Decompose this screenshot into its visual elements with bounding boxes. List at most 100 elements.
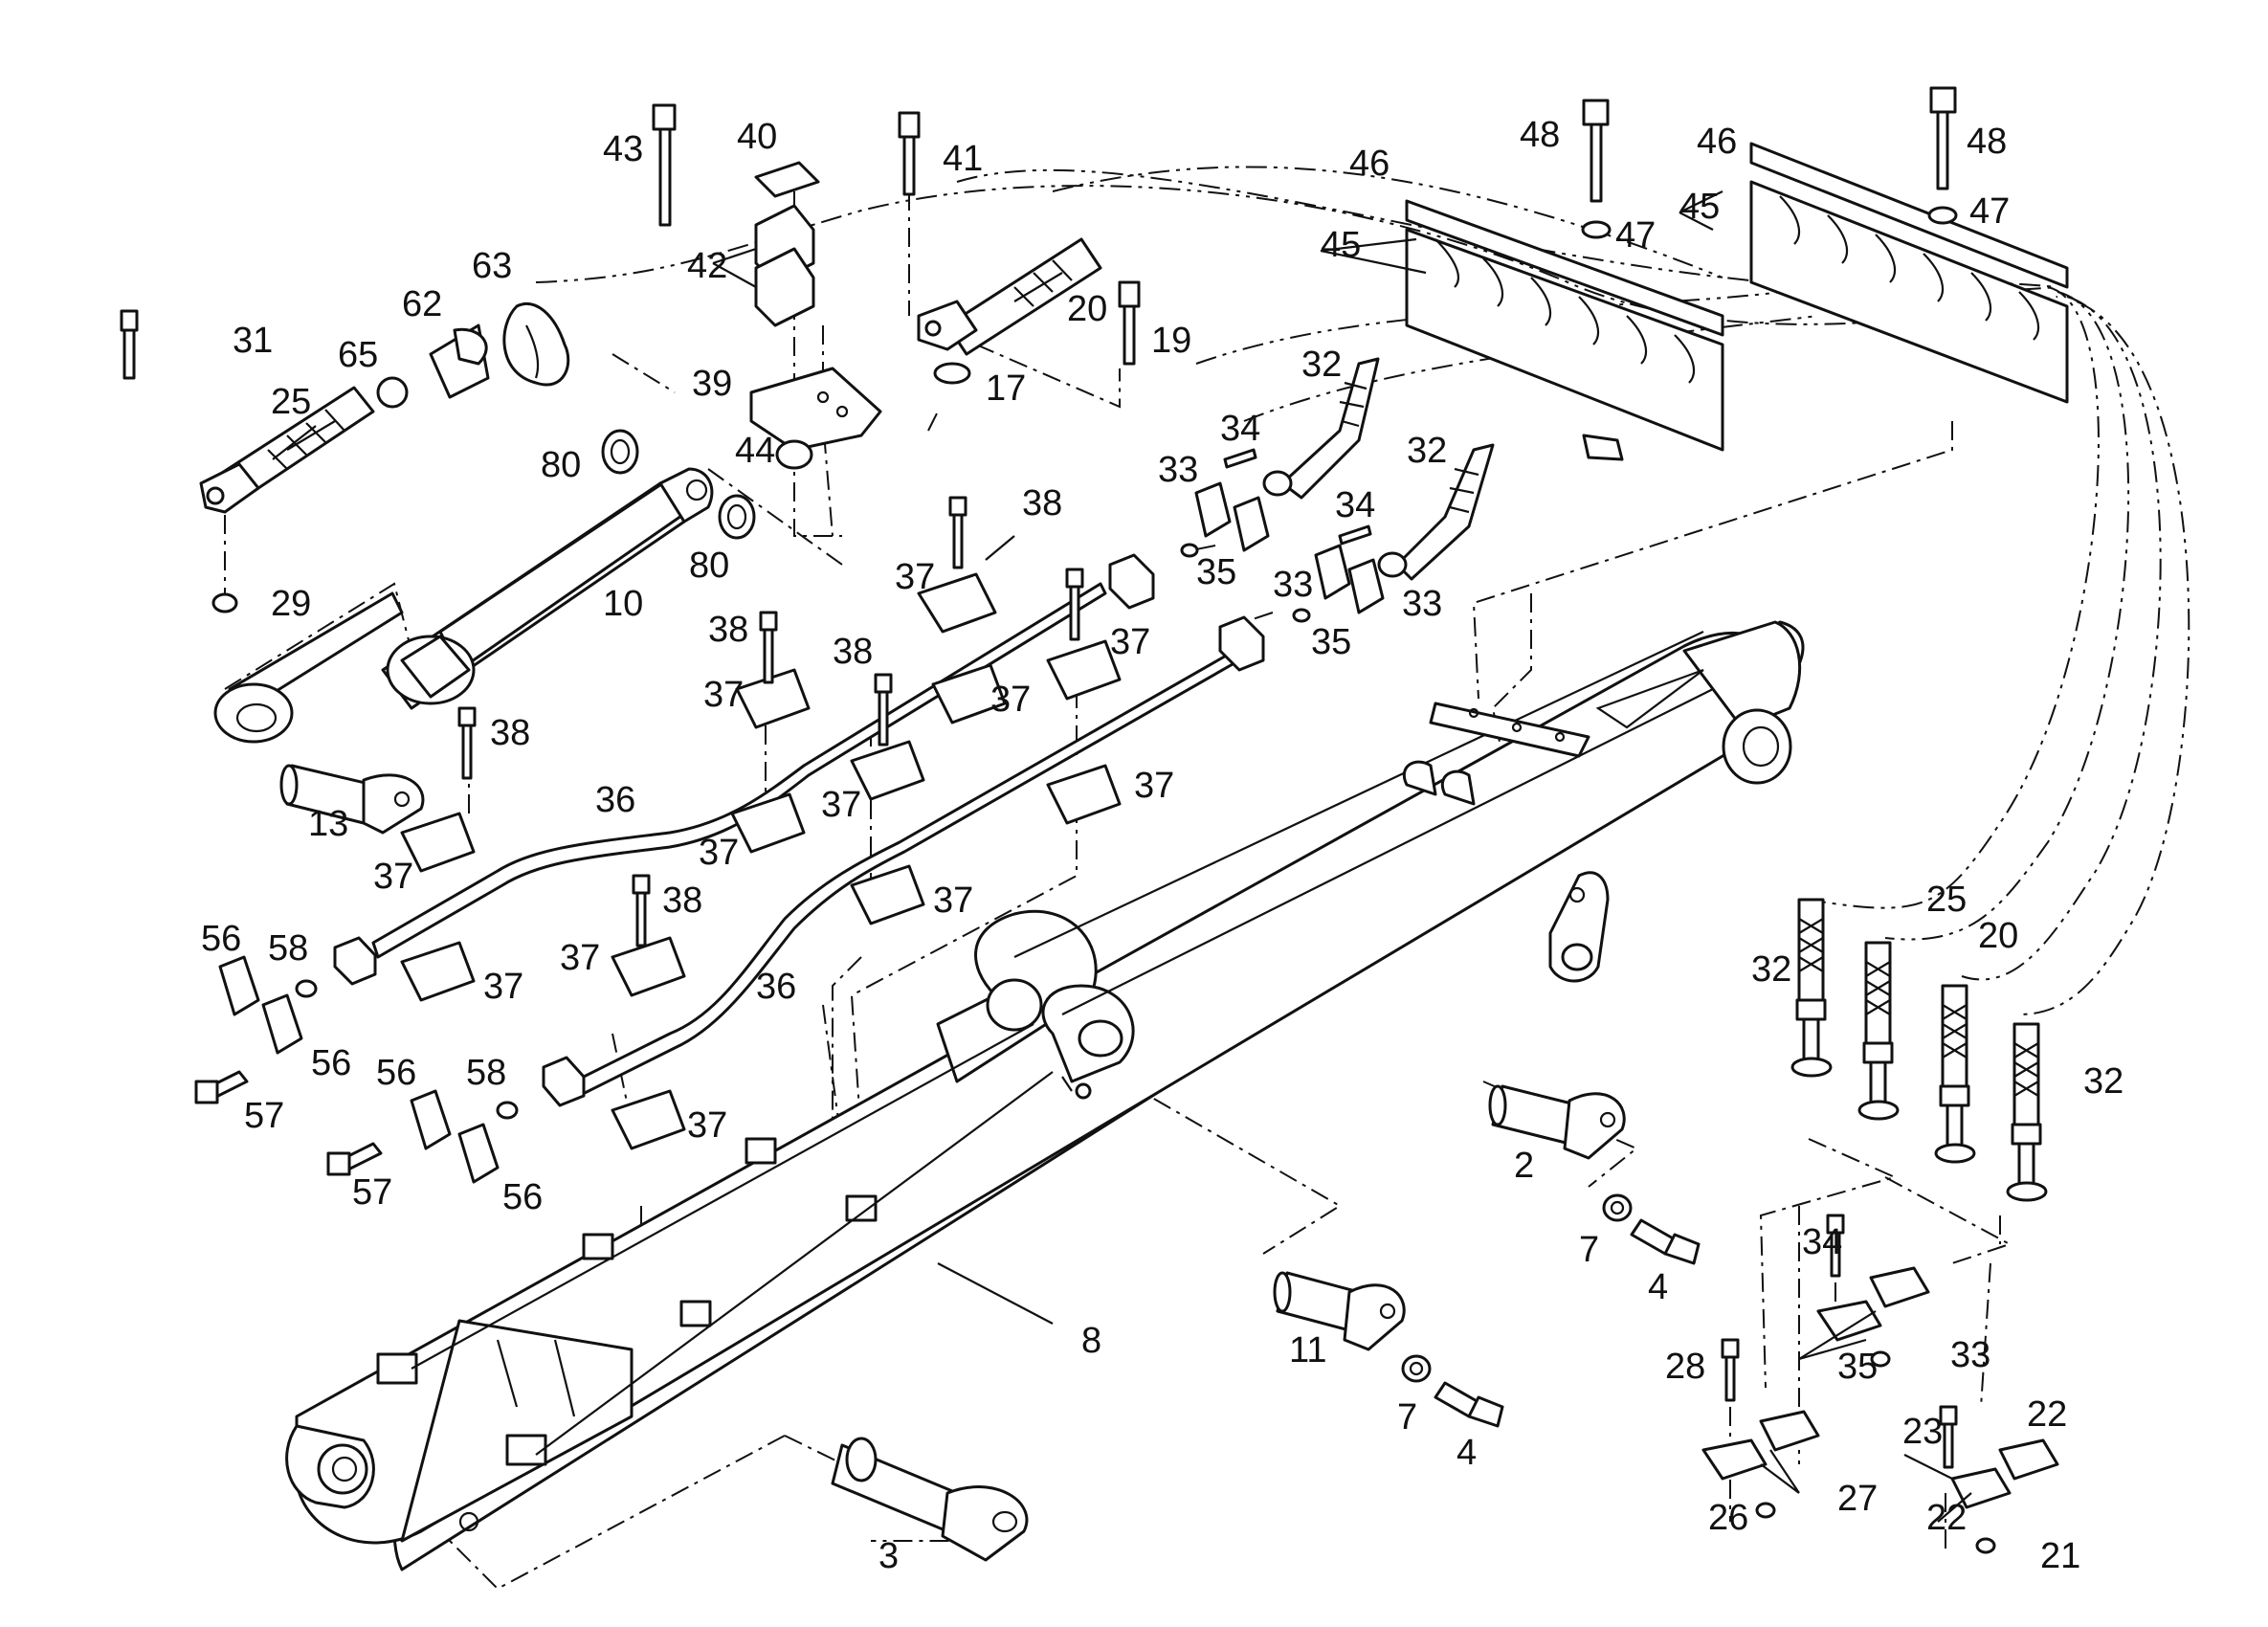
callout-37: 37 [483,967,523,1007]
callout-8: 8 [1081,1321,1101,1361]
callout-58: 58 [466,1053,506,1093]
callout-33: 33 [1402,584,1442,624]
callout-11: 11 [1289,1330,1326,1371]
callout-57: 57 [352,1172,392,1213]
hoses-32-middle [1262,357,1495,581]
callout-56: 56 [311,1043,351,1083]
callout-21: 21 [2040,1536,2080,1576]
callout-37: 37 [990,680,1031,720]
callout-42: 42 [687,246,727,286]
callout-33: 33 [1158,450,1198,490]
callout-7: 7 [1397,1397,1417,1438]
block-clamp-39-42 [749,161,971,470]
clamp-bar-left-45-46 [1405,199,1724,461]
callout-35: 35 [1196,552,1236,592]
pin-13 [279,764,425,835]
callout-25: 25 [1926,880,1967,920]
clamps-37-bolts-38 [400,496,1122,1150]
callout-4: 4 [1648,1267,1668,1307]
cylinder-10 [213,467,714,744]
pins-2-3-11 [831,1084,1626,1562]
callout-27: 27 [1837,1479,1878,1519]
bolts-48-washers-47 [1581,86,1958,239]
callout-17: 17 [986,368,1026,409]
callout-48: 48 [1520,115,1560,155]
callout-4: 4 [1456,1433,1477,1473]
callout-43: 43 [603,129,643,169]
callout-48: 48 [1967,122,2007,162]
callout-34: 34 [1335,485,1375,525]
callout-37: 37 [895,557,935,597]
callout-38: 38 [708,610,748,650]
callout-32: 32 [1407,431,1447,471]
arm-body-8 [285,620,1805,1571]
leader-lines [712,190,1972,1523]
callout-3: 3 [878,1536,899,1576]
callout-33: 33 [1950,1335,1990,1375]
callout-26: 26 [1708,1498,1748,1538]
callout-47: 47 [1969,191,2010,232]
callout-36: 36 [595,780,635,820]
callout-37: 37 [703,675,744,715]
callout-58: 58 [268,928,308,969]
callout-29: 29 [271,584,311,624]
callout-45: 45 [1679,187,1720,227]
assembly-lines [224,172,2012,1591]
callout-46: 46 [1697,122,1737,162]
hose-clips-on-arm [376,1023,1054,1466]
callout-20: 20 [1978,916,2018,956]
callout-10: 10 [603,584,643,624]
callout-19: 19 [1151,321,1191,361]
callout-80: 80 [541,445,581,485]
callout-32: 32 [1751,949,1791,990]
callout-13: 13 [308,804,348,844]
flange-halves-33 [1180,448,1385,623]
callout-20: 20 [1067,289,1107,329]
hoses-right [1790,898,2048,1202]
callout-46: 46 [1349,144,1390,184]
callout-34: 34 [1802,1222,1842,1262]
callout-37: 37 [699,833,739,873]
washers-7-bolts-4 [1401,1193,1701,1428]
callout-36: 36 [756,967,796,1007]
callout-37: 37 [1134,766,1174,806]
callout-38: 38 [833,632,873,672]
callout-57: 57 [244,1096,284,1136]
callout-41: 41 [943,139,983,179]
callout-47: 47 [1615,215,1656,256]
callout-25: 25 [271,382,311,422]
callout-35: 35 [1837,1347,1878,1387]
callout-23: 23 [1902,1412,1943,1452]
callout-28: 28 [1665,1347,1705,1387]
callout-38: 38 [1022,483,1062,524]
pipes-36 [333,553,1265,1107]
flange-halves-bottom-right [1701,1214,2059,1554]
callout-56: 56 [376,1053,416,1093]
callout-2: 2 [1514,1146,1534,1186]
callout-33: 33 [1273,565,1313,605]
callout-38: 38 [662,880,702,921]
callout-38: 38 [490,713,530,753]
callout-80: 80 [689,546,729,586]
callout-31: 31 [233,321,273,361]
callout-56: 56 [502,1177,543,1217]
callout-22: 22 [1926,1498,1967,1538]
clamp-bar-right-45-46 [1749,142,2069,404]
callout-37: 37 [1110,622,1150,662]
callout-22: 22 [2027,1394,2067,1435]
callout-37: 37 [687,1105,727,1146]
callout-56: 56 [201,919,241,959]
hose-20-top [917,237,1102,356]
callout-63: 63 [472,246,512,286]
hose-25-top [120,309,409,514]
bolts-41-43-19 [652,103,1141,366]
callout-37: 37 [821,785,861,825]
callout-44: 44 [735,431,775,471]
callout-40: 40 [737,117,777,157]
callout-37: 37 [560,938,600,978]
flanges-56-57-58 [194,955,519,1184]
callout-32: 32 [2083,1061,2123,1102]
callout-34: 34 [1220,409,1260,449]
